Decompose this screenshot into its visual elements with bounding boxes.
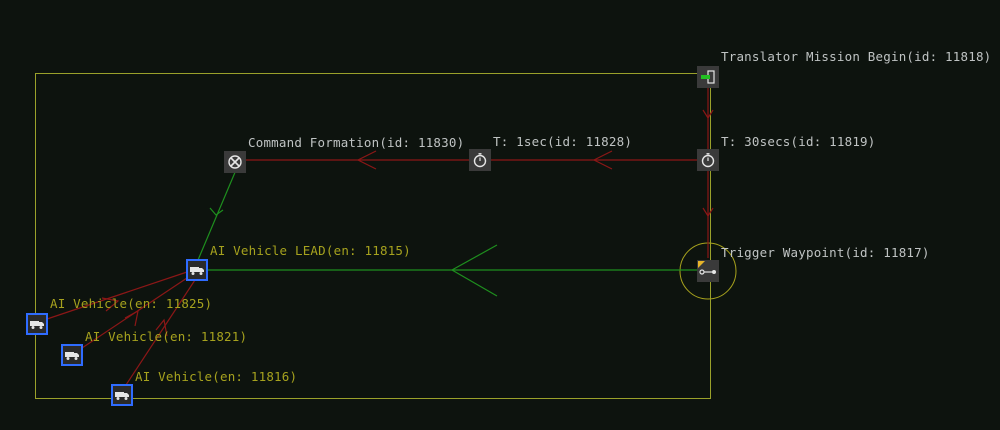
- timer-30-label: T: 30secs(id: 11819): [721, 134, 876, 149]
- timer-30-node[interactable]: [697, 149, 719, 171]
- link-begin-to-timer30-arrow: [702, 109, 714, 120]
- truck-icon: [190, 267, 204, 275]
- vehicle-11816-node[interactable]: [111, 384, 133, 406]
- link-vehicle1825-to-lead: [46, 271, 188, 320]
- trigger-waypoint-label: Trigger Waypoint(id: 11817): [721, 245, 930, 260]
- vehicle-lead-label: AI Vehicle LEAD(en: 11815): [210, 243, 411, 258]
- link-timer1-to-formation-arrow: [356, 150, 377, 170]
- vehicle-11821-node[interactable]: [61, 344, 83, 366]
- link-vehicle1825-to-lead-arrow: [101, 297, 120, 312]
- vehicle-1825-label: AI Vehicle(en: 11825): [50, 296, 213, 311]
- waypoint-link-trigger-to-lead-arrow: [450, 244, 498, 297]
- link-vehicle11821-to-lead-arrow: [124, 309, 139, 327]
- waypoint-link-lead-to-formation-arrow: [209, 207, 224, 216]
- area-boundary: [35, 73, 711, 399]
- vehicle-lead-node[interactable]: [186, 259, 208, 281]
- mission-begin-label: Translator Mission Begin(id: 11818): [721, 49, 992, 64]
- vehicle-1825-node[interactable]: [26, 313, 48, 335]
- trigger-waypoint-node[interactable]: [697, 260, 719, 282]
- timer-1-label: T: 1sec(id: 11828): [493, 134, 633, 149]
- timer-1-node[interactable]: [469, 149, 491, 171]
- vehicle-11816-label: AI Vehicle(en: 11816): [135, 369, 298, 384]
- link-vehicle11816-to-lead: [123, 279, 196, 389]
- link-timer30-to-timer1-arrow: [592, 150, 613, 170]
- truck-icon: [30, 321, 44, 329]
- link-vehicle11816-to-lead-arrow: [155, 318, 168, 337]
- command-formation-label: Command Formation(id: 11830): [248, 135, 465, 150]
- mission-begin-node[interactable]: [697, 66, 719, 88]
- door-exit-icon: [701, 70, 715, 84]
- formation-icon: [228, 155, 242, 169]
- stopwatch-icon: [473, 153, 487, 168]
- vehicle-11821-label: AI Vehicle(en: 11821): [85, 329, 248, 344]
- link-timer30-to-trigger-arrow: [702, 207, 714, 218]
- waypoint-icon: [698, 261, 716, 275]
- truck-icon: [115, 392, 129, 400]
- truck-icon: [65, 352, 79, 360]
- stopwatch-icon: [701, 153, 715, 168]
- command-formation-node[interactable]: [224, 151, 246, 173]
